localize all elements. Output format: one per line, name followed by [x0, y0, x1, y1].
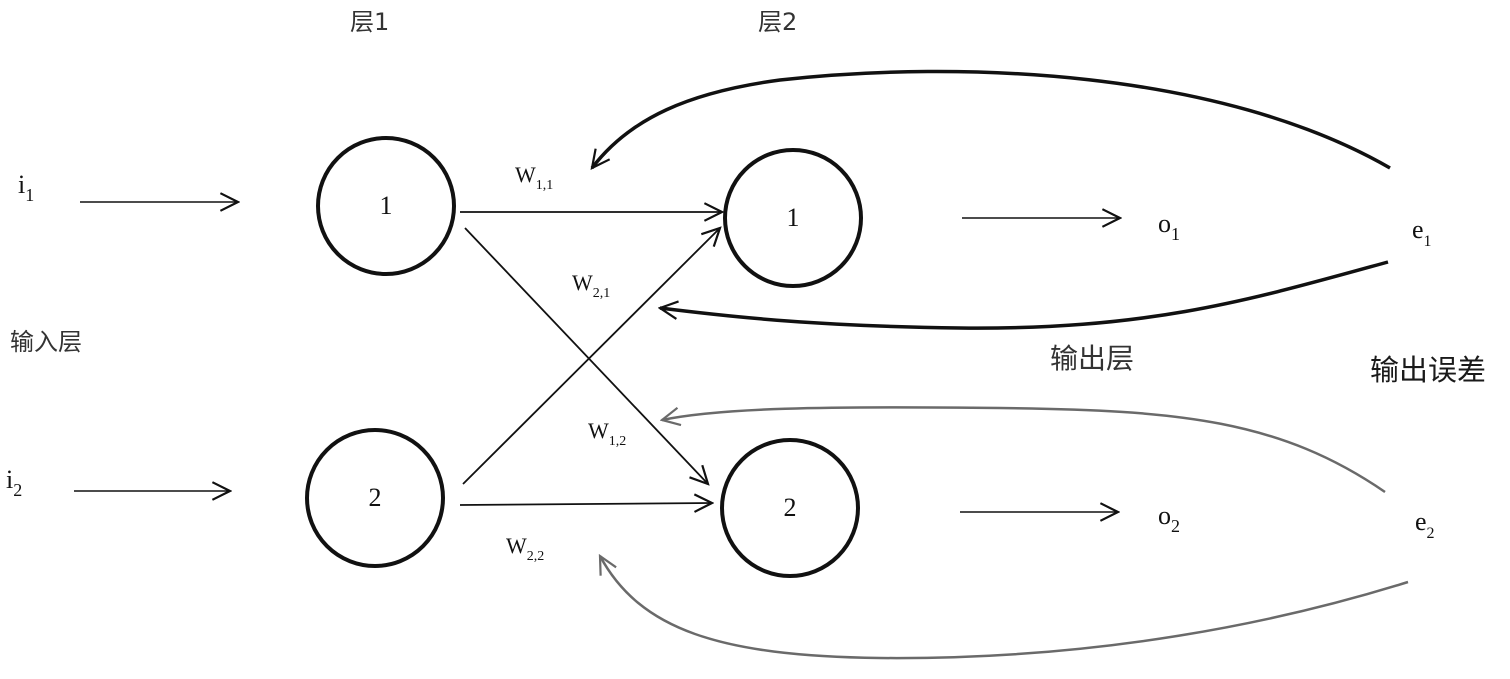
backprop-curve-e2-top — [662, 406, 1386, 494]
layer2-node-1-label: 1 — [787, 203, 800, 232]
layer1-node-1-label: 1 — [380, 191, 393, 220]
weight-label-w12: W1,2 — [588, 418, 626, 449]
connection-w12 — [464, 227, 708, 484]
weight-label-w22: W2,2 — [506, 533, 544, 564]
weight-label-w21: W2,1 — [572, 270, 610, 301]
layer2-node-1 — [723, 148, 863, 288]
output-layer-label: 输出层 — [1050, 342, 1134, 375]
output-error-label: 输出误差 — [1370, 353, 1486, 387]
layer1-node-2-label: 2 — [369, 483, 382, 512]
input-layer-label: 输入层 — [10, 328, 82, 356]
input-label-1: i1 — [18, 170, 34, 205]
error-label-1: e1 — [1412, 215, 1432, 250]
layer2-heading: 层2 — [758, 8, 797, 36]
connection-w21 — [462, 228, 720, 485]
connection-w22 — [459, 503, 712, 505]
layer2-node-2-label: 2 — [784, 493, 797, 522]
backprop-curve-e2-bottom — [600, 556, 1409, 660]
output-label-2: o2 — [1158, 501, 1180, 536]
input-label-2: i2 — [6, 465, 22, 500]
error-label-2: e2 — [1415, 507, 1435, 542]
layer2-node-2 — [720, 438, 860, 578]
backprop-curve-e1-bottom — [660, 260, 1389, 330]
output-label-1: o1 — [1158, 209, 1180, 244]
layer1-node-2 — [305, 428, 445, 568]
layer1-heading: 层1 — [350, 8, 389, 36]
backprop-curve-e1-top — [592, 69, 1391, 168]
weight-label-w11: W1,1 — [515, 162, 553, 193]
layer1-node-1 — [316, 136, 456, 276]
